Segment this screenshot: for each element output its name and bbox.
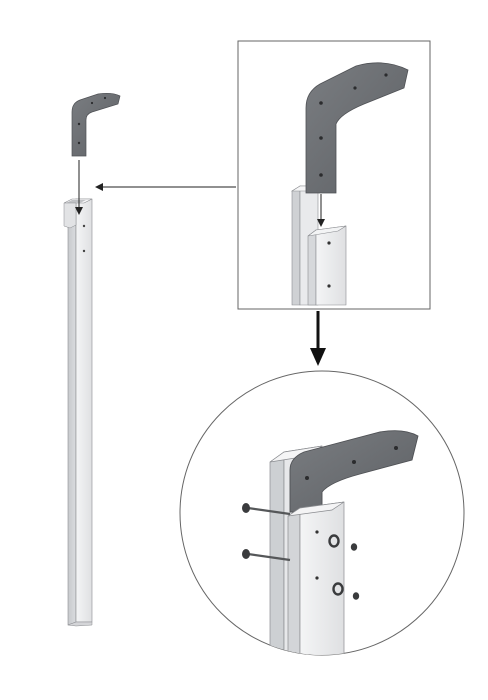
small-bracket-hole <box>103 96 107 100</box>
main-post-hole <box>82 249 86 253</box>
circle-post-hole <box>315 576 319 580</box>
small-bracket-hole <box>77 141 81 145</box>
detail-post-side <box>307 229 317 306</box>
detail-bracket-hole <box>319 173 323 177</box>
detail-post <box>290 185 347 306</box>
detail-post-hole <box>327 284 331 288</box>
detail-bracket-hole <box>319 136 323 140</box>
big-down-arrow-icon <box>310 311 326 366</box>
main-post-bottom <box>67 621 93 627</box>
detail-bracket <box>305 62 409 194</box>
circle-post-side <box>287 507 301 655</box>
circle-bracket-hole <box>394 446 398 450</box>
small-bracket-hole <box>90 101 94 105</box>
main-post-hole <box>82 224 86 228</box>
circle-post-insert-side <box>269 451 285 655</box>
washer-icon <box>332 582 344 596</box>
main-post-slot <box>66 200 86 203</box>
small-bracket-body <box>71 92 121 157</box>
washer-icon <box>328 534 340 548</box>
circle-post-top <box>287 501 345 517</box>
circle-bracket-hole <box>352 460 356 464</box>
detail-post-front <box>315 225 347 306</box>
bolt-icon <box>242 503 291 516</box>
detail-bracket-hole <box>384 73 388 77</box>
detail-post-hole <box>327 241 331 245</box>
detail-bracket-hole <box>353 86 357 90</box>
detail-bracket-hole <box>319 101 323 105</box>
detail-box <box>237 40 431 310</box>
nut-icon <box>352 592 360 600</box>
detail-post-top <box>307 225 347 237</box>
circle-post-hole <box>315 530 319 534</box>
bolt-icon <box>242 549 291 562</box>
nut-icon <box>350 543 358 551</box>
detail-circle <box>179 370 465 656</box>
detail-post-insert-side <box>291 185 301 306</box>
main-post-insert <box>63 202 77 229</box>
main-post-front <box>75 198 93 623</box>
circle-post-front <box>299 501 345 655</box>
main-post-side <box>67 198 77 626</box>
small-bracket-hole <box>77 122 81 126</box>
circle-bracket-body <box>289 430 419 513</box>
main-post <box>63 198 93 627</box>
circle-bracket-hole <box>305 476 309 480</box>
small-bracket <box>71 92 121 157</box>
detail-bracket-body <box>305 62 409 194</box>
